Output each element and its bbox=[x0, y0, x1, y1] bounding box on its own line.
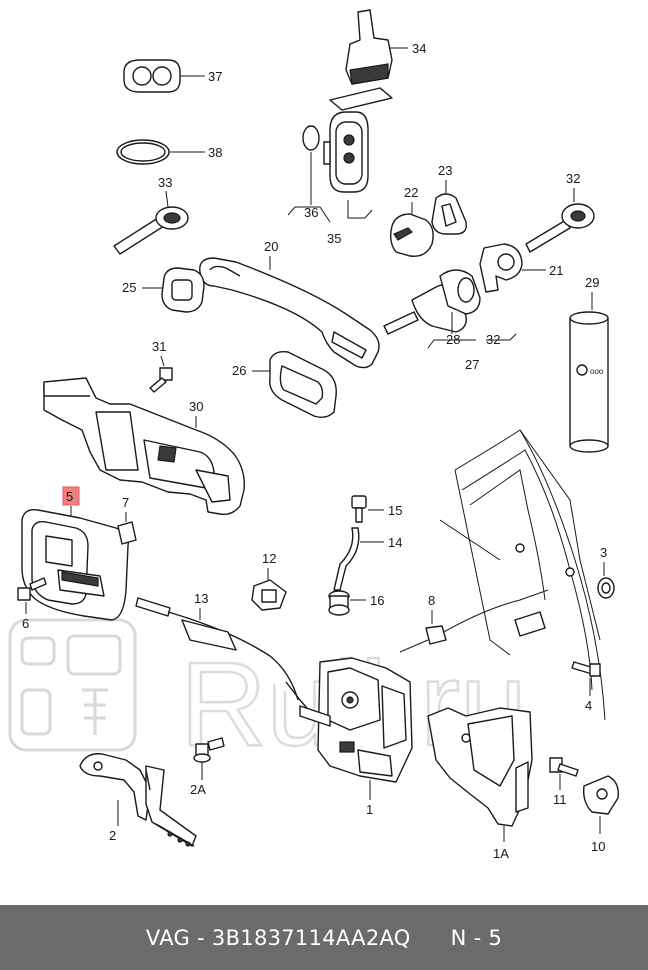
part-10-striker bbox=[582, 775, 619, 815]
footer-bar: VAG - 3B1837114AA2AQ N - 5 bbox=[0, 905, 648, 970]
part-4-screw bbox=[571, 661, 601, 677]
callout-11: 11 bbox=[553, 792, 567, 807]
callout-14: 14 bbox=[388, 535, 402, 550]
callout-27: 27 bbox=[465, 357, 479, 372]
callout-32-bottom: 32 bbox=[486, 332, 500, 347]
part-11-screw bbox=[549, 757, 579, 777]
callout-12: 12 bbox=[262, 551, 276, 566]
part-5-inner-handle-trim bbox=[21, 509, 129, 621]
page-ref-text: N - 5 bbox=[450, 925, 503, 950]
callout-38: 38 bbox=[208, 145, 222, 160]
callout-23: 23 bbox=[438, 163, 452, 178]
callout-20: 20 bbox=[264, 239, 278, 254]
part-30-handle-carrier bbox=[43, 377, 245, 516]
part-1-door-lock bbox=[299, 657, 413, 783]
part-38-ring-inner bbox=[120, 142, 166, 162]
part-16-grommet bbox=[328, 590, 350, 616]
callout-1A: 1A bbox=[493, 846, 509, 861]
part-1A-bracket bbox=[427, 707, 533, 827]
callout-5-highlight bbox=[62, 486, 80, 506]
callout-21: 21 bbox=[549, 263, 563, 278]
callout-13: 13 bbox=[194, 591, 208, 606]
callout-35: 35 bbox=[327, 231, 341, 246]
watermark-glyph-4 bbox=[82, 688, 108, 735]
watermark-badge bbox=[8, 618, 137, 752]
callout-34: 34 bbox=[412, 41, 426, 56]
callout-31: 31 bbox=[152, 339, 166, 354]
part-2-bracket bbox=[79, 753, 197, 847]
part-21-lock-housing bbox=[479, 243, 523, 293]
part-25-seal bbox=[161, 267, 205, 313]
part-34-plate bbox=[329, 87, 393, 111]
part-20-door-handle bbox=[199, 257, 380, 369]
part-code-text: VAG - 3B1837114AA2AQ bbox=[145, 925, 411, 950]
callout-4: 4 bbox=[585, 698, 592, 713]
watermark-glyph-1 bbox=[20, 636, 56, 666]
watermark-glyph-2 bbox=[66, 634, 122, 676]
parts-diagram: Rull.ru 34 37 38 33 bbox=[8, 9, 619, 861]
part-13-bowden-cable bbox=[135, 597, 313, 715]
part-29-spray-can: ooo bbox=[569, 311, 609, 453]
part-26-handle-gasket bbox=[269, 350, 337, 419]
callout-22: 22 bbox=[404, 185, 418, 200]
callout-25: 25 bbox=[122, 280, 136, 295]
callout-2: 2 bbox=[109, 828, 116, 843]
part-2A-rivet bbox=[193, 737, 225, 763]
callout-26: 26 bbox=[232, 363, 246, 378]
part-22-cap bbox=[389, 213, 434, 257]
part-15-bolt bbox=[351, 495, 367, 523]
callout-33: 33 bbox=[158, 175, 172, 190]
callout-2A: 2A bbox=[190, 782, 206, 797]
svg-text:ooo: ooo bbox=[590, 367, 604, 376]
callout-1: 1 bbox=[366, 802, 373, 817]
callout-3: 3 bbox=[600, 545, 607, 560]
callout-15: 15 bbox=[388, 503, 402, 518]
part-35-remote bbox=[323, 111, 369, 193]
part-34-key-blade bbox=[345, 9, 393, 85]
callout-16: 16 bbox=[370, 593, 384, 608]
callout-5: 5 bbox=[66, 489, 73, 504]
part-31-screw bbox=[149, 367, 173, 393]
callout-28: 28 bbox=[446, 332, 460, 347]
part-14-rod bbox=[333, 527, 360, 591]
callout-36: 36 bbox=[304, 205, 318, 220]
callout-32-top: 32 bbox=[566, 171, 580, 186]
part-37-gasket bbox=[123, 59, 181, 93]
callout-37: 37 bbox=[208, 69, 222, 84]
part-28-lock-cylinder bbox=[383, 269, 481, 335]
callout-29: 29 bbox=[585, 275, 599, 290]
callout-8: 8 bbox=[428, 593, 435, 608]
callout-6: 6 bbox=[22, 616, 29, 631]
part-32-key bbox=[525, 203, 595, 253]
part-8-connector bbox=[399, 625, 447, 653]
part-36-ring bbox=[302, 125, 320, 151]
door-frame bbox=[429, 429, 606, 721]
watermark-glyph-3 bbox=[20, 688, 52, 736]
part-33-key bbox=[113, 206, 189, 255]
part-6-screw bbox=[17, 577, 47, 601]
part-7-clip bbox=[117, 521, 137, 545]
callout-10: 10 bbox=[591, 839, 605, 854]
callout-7: 7 bbox=[122, 495, 129, 510]
callout-30: 30 bbox=[189, 399, 203, 414]
